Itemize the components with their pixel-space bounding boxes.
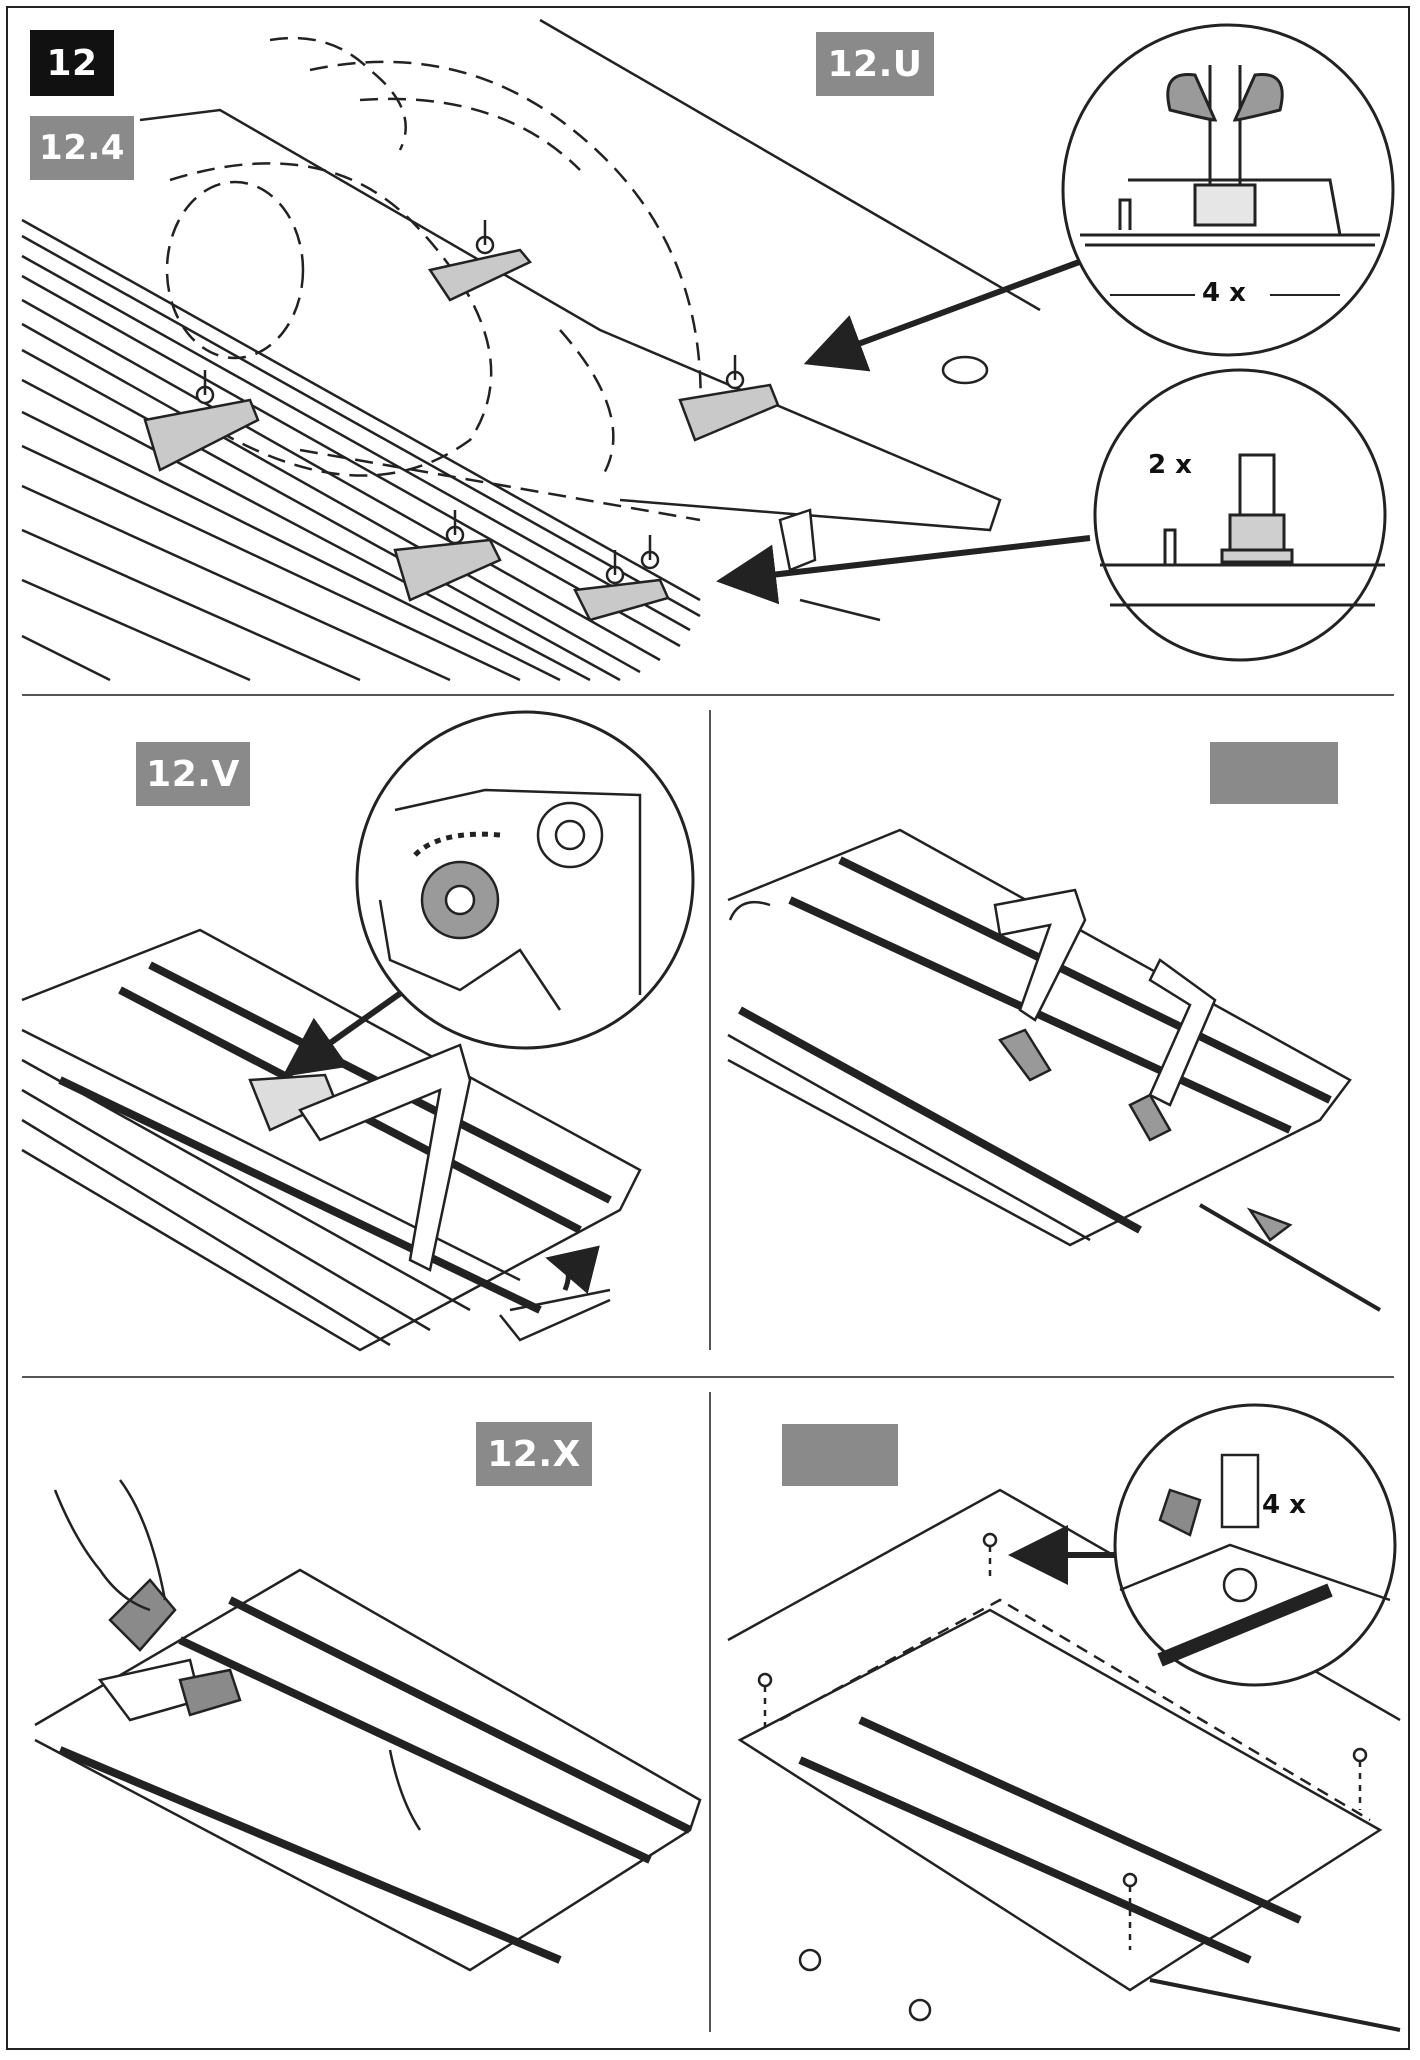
panel-right-middle-illustration [727, 828, 1382, 1312]
sub-step-label-12-u: 12.U [816, 32, 934, 96]
wing-nuts [195, 220, 745, 585]
callout-bolt [1093, 368, 1387, 662]
clamps [143, 248, 780, 622]
guide-rail-top [21, 18, 1041, 682]
wing-nut-quantity: 4 x [1202, 278, 1246, 308]
sub-step-label-blank-bottom [782, 1424, 898, 1486]
sub-step-label-12-4: 12.4 [30, 116, 134, 180]
sub-step-label-12-v: 12.V [136, 742, 250, 806]
panel-bottom-right-illustration [727, 1403, 1401, 2032]
page-border [6, 6, 1410, 2050]
panel-12x-illustration [34, 1479, 702, 1972]
step-number-badge: 12 [30, 30, 114, 96]
callout-wing-nut [1061, 23, 1395, 357]
divider-vertical-middle [709, 710, 711, 1350]
bolt-quantity: 2 x [1148, 450, 1192, 480]
sub-step-label-blank-middle [1210, 742, 1338, 804]
panel-12u-illustration [21, 18, 1092, 682]
saw-outline-dashed [165, 36, 702, 522]
screw-quantity: 4 x [1262, 1490, 1306, 1520]
sub-step-label-12-x: 12.X [476, 1422, 592, 1486]
divider-vertical-bottom [709, 1392, 711, 2032]
panel-12v-illustration [21, 710, 695, 1352]
divider-top [22, 694, 1394, 696]
divider-bottom [22, 1376, 1394, 1378]
